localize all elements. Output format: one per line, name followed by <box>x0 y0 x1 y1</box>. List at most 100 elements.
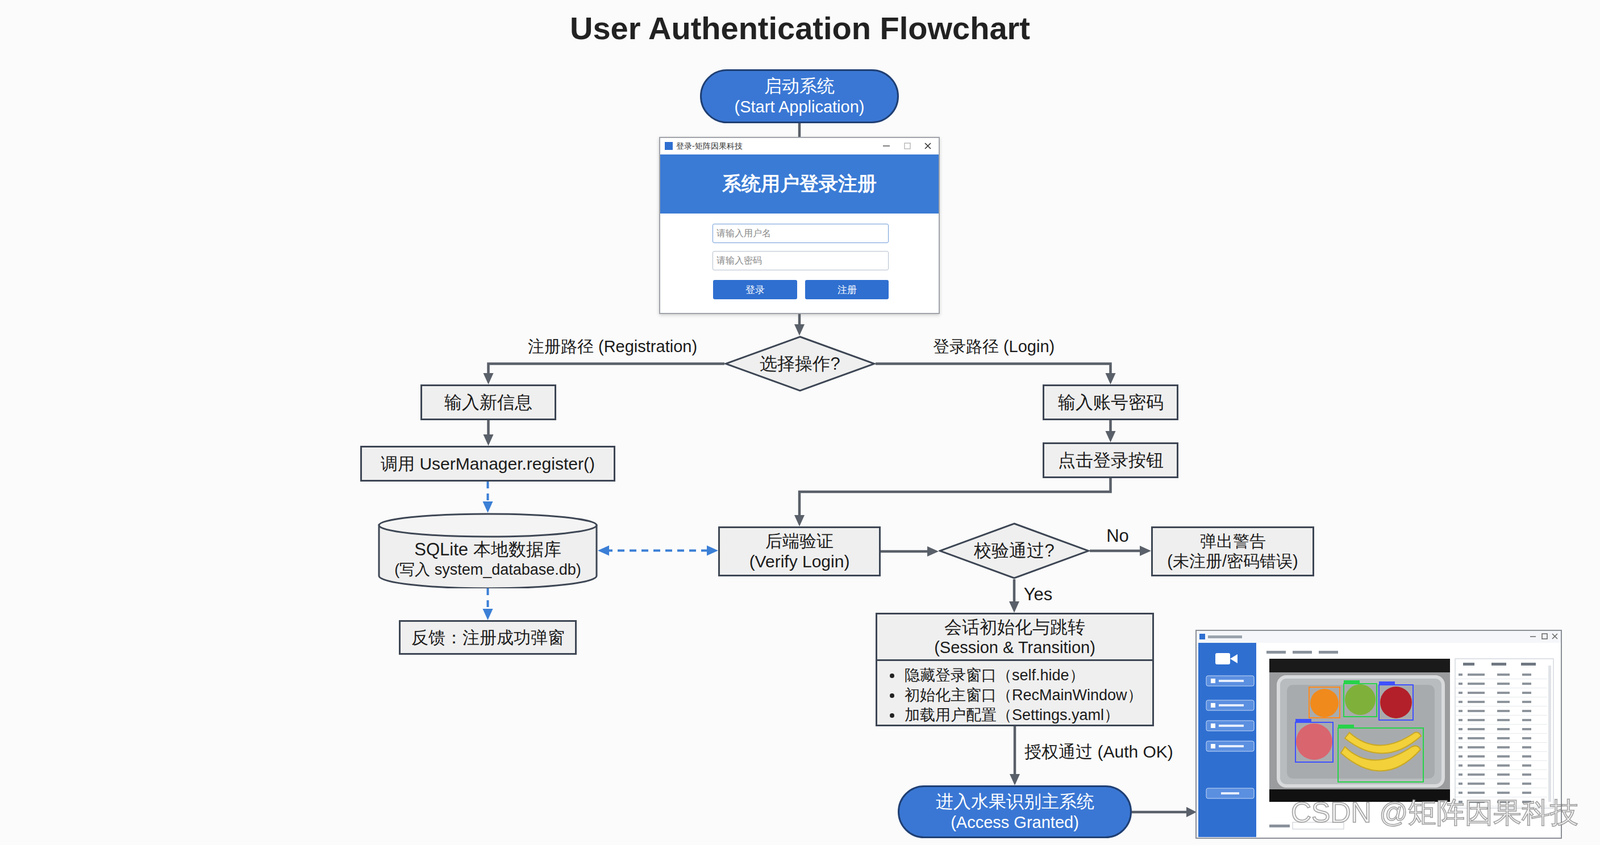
connector-line <box>799 478 1111 519</box>
close-glyph <box>1552 634 1558 640</box>
arrow-head <box>1105 373 1116 385</box>
process-box: 调用 UserManager.register() <box>360 446 616 482</box>
edge-label: 注册路径 (Registration) <box>527 335 698 359</box>
node-text: (Verify Login) <box>749 551 850 573</box>
connector-line <box>1109 420 1112 435</box>
button-icon <box>1210 678 1216 684</box>
bullet-text: 加载用户配置（Settings.yaml） <box>904 705 1120 726</box>
bullet-dot <box>889 693 895 699</box>
bullet-dot <box>889 713 895 719</box>
button-caption <box>1218 725 1244 728</box>
connector-line <box>605 550 711 553</box>
ui-button: 登录 <box>713 280 798 300</box>
green-apple <box>1344 684 1376 716</box>
title-bar <box>1196 631 1561 644</box>
button-text: 注册 <box>837 283 857 297</box>
connector-line <box>798 314 802 328</box>
detection-tag <box>1343 680 1360 685</box>
node-text: 点击登录按钮 <box>1057 450 1164 472</box>
button-icon <box>1210 703 1216 708</box>
table-header <box>1463 663 1475 666</box>
connector <box>482 481 494 514</box>
process-box: 反馈：注册成功弹窗 <box>398 620 577 656</box>
input-field: 请输入用户名 <box>712 223 889 244</box>
app-icon <box>664 142 673 150</box>
node-text: 反馈：注册成功弹窗 <box>411 627 565 649</box>
maximize-glyph <box>1542 634 1548 640</box>
cylinder-top <box>378 514 597 537</box>
status-placeholder <box>1269 825 1290 828</box>
connector-line <box>880 550 931 554</box>
detection-box <box>1378 685 1414 721</box>
detection-box <box>1309 687 1340 719</box>
arrow-head <box>794 324 805 336</box>
sidebar-button <box>1206 676 1254 687</box>
sidebar-buttons <box>1206 676 1254 799</box>
sidebar-button <box>1206 788 1254 799</box>
button-caption <box>1218 704 1244 707</box>
sidebar-button <box>1206 721 1254 732</box>
bullet-dot <box>889 673 895 679</box>
tab-placeholder <box>1318 651 1339 654</box>
view-band <box>1269 659 1450 673</box>
diamond-shape <box>939 523 1089 579</box>
title-placeholder <box>1207 635 1243 639</box>
bullet-text: 隐藏登录窗口（self.hide） <box>904 665 1085 686</box>
detection-tag <box>1295 719 1312 723</box>
arrow-head <box>1105 431 1116 443</box>
arrow-head <box>1009 774 1020 786</box>
tray <box>1278 677 1444 787</box>
detection-box <box>1343 684 1377 718</box>
button-caption <box>1218 680 1244 683</box>
arrow-head <box>1186 807 1197 818</box>
connector <box>875 364 1116 386</box>
close-glyph <box>925 143 931 149</box>
connector <box>794 478 1111 527</box>
title-bar: 登录-矩阵因果科技 <box>660 138 939 154</box>
bullet-text: 初始化主窗口（RecMainWindow） <box>904 685 1143 706</box>
header-band: 系统用户登录注册 <box>660 154 939 214</box>
edge-label: 授权通过 (Auth OK) <box>1024 740 1174 765</box>
connector-line <box>1013 726 1017 778</box>
camera-view <box>1269 659 1450 803</box>
button-caption <box>1218 745 1244 748</box>
node-text: 校验通过? <box>973 540 1054 562</box>
watermark: CSDN @矩阵因果科技 <box>1290 797 1579 829</box>
session-box: 会话初始化与跳转(Session & Transition)隐藏登录窗口（sel… <box>875 613 1154 727</box>
connector <box>1009 579 1020 614</box>
window-title: 登录-矩阵因果科技 <box>676 138 743 154</box>
bullet-row: 初始化主窗口（RecMainWindow） <box>877 685 1153 706</box>
connector <box>483 420 494 447</box>
connector <box>1009 726 1020 786</box>
connector-line <box>1013 579 1016 606</box>
app-icon <box>1199 634 1206 640</box>
login-window: 登录-矩阵因果科技系统用户登录注册请输入用户名请输入密码登录 注册 <box>659 136 940 315</box>
camera-icon <box>1230 654 1238 664</box>
bullet-row: 加载用户配置（Settings.yaml） <box>877 705 1153 726</box>
detection-box <box>1338 728 1424 783</box>
node-text: 输入新信息 <box>444 392 533 414</box>
placeholder-text: 请输入用户名 <box>713 224 889 243</box>
diamond-shape <box>725 336 875 391</box>
start-terminal: 启动系统(Start Application) <box>700 69 899 124</box>
tray-inner <box>1286 685 1435 779</box>
connector <box>799 123 800 137</box>
node-text: (写入 system_database.db) <box>394 560 582 580</box>
arrow-head <box>482 501 494 514</box>
connector <box>1105 420 1116 443</box>
arrow-head <box>1009 601 1020 614</box>
connector <box>1089 546 1152 557</box>
placeholder-text: 请输入密码 <box>713 251 889 270</box>
node-text: 启动系统 <box>764 75 835 98</box>
diagram-title: User Authentication Flowchart <box>0 10 1600 47</box>
detection-box <box>1295 722 1333 763</box>
connector-line <box>1089 550 1144 553</box>
connector-line <box>875 364 1111 378</box>
button-icon <box>1210 723 1216 729</box>
connector <box>483 364 725 386</box>
tab-placeholder <box>1266 651 1286 654</box>
tab-placeholder <box>1292 651 1312 654</box>
pink-apple <box>1296 723 1333 761</box>
sidebar <box>1198 643 1257 838</box>
